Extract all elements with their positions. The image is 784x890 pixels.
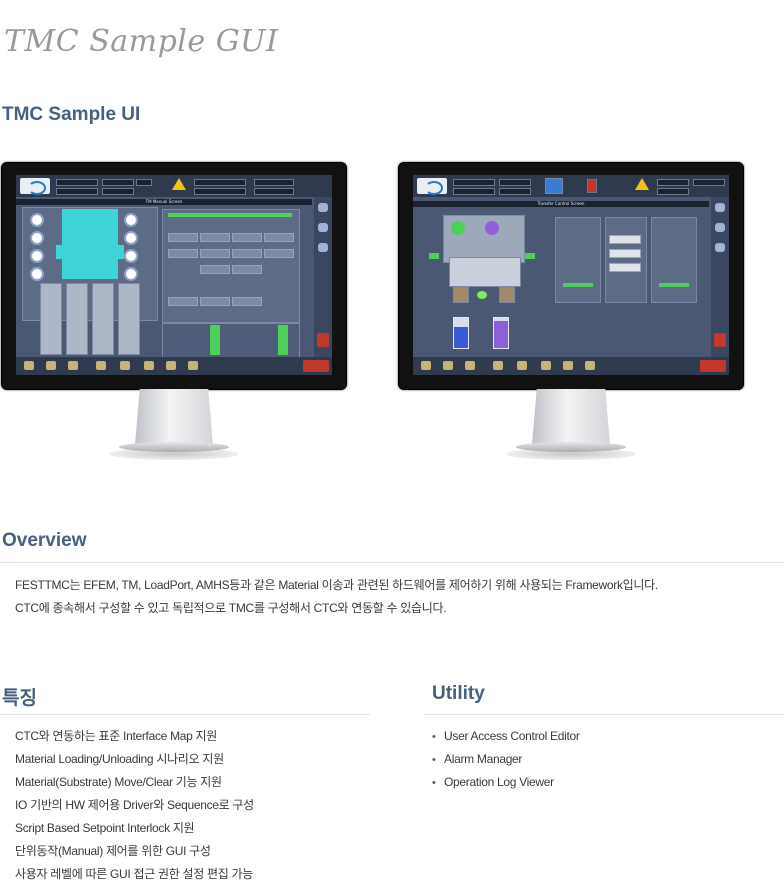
screenshot-transfer-control-screen: Transfer Control Screen xyxy=(413,175,729,375)
logo-icon xyxy=(417,178,447,195)
overview-line-2: CTC에 종속해서 구성할 수 있고 독립적으로 TMC를 구성해서 CTC와 … xyxy=(15,601,447,615)
screen-top-bar xyxy=(413,175,729,197)
warning-icon xyxy=(635,178,649,190)
monitor-bezel: Transfer Control Screen xyxy=(398,162,744,390)
utility-item: • User Access Control Editor xyxy=(432,729,580,752)
overview-divider xyxy=(0,562,784,563)
screenshot-tm-manual-screen: TM Manual Screen xyxy=(16,175,332,375)
feature-item: CTC와 연동하는 표준 Interface Map 지원 xyxy=(15,729,218,743)
monitor-stand xyxy=(135,389,213,445)
monitor-base xyxy=(119,442,229,452)
page-title: TMC Sample GUI xyxy=(4,24,279,59)
bullet-icon: • xyxy=(432,731,436,743)
screen-title: TM Manual Screen xyxy=(16,199,312,205)
screen-title: Transfer Control Screen xyxy=(413,201,709,207)
feature-item: 단위동작(Manual) 제어를 위한 GUI 구성 xyxy=(15,844,211,858)
utility-item-label: Operation Log Viewer xyxy=(444,775,554,789)
utility-item: • Alarm Manager xyxy=(432,752,580,775)
utility-item-label: Alarm Manager xyxy=(444,752,523,766)
monitor-base xyxy=(516,442,626,452)
bullet-icon: • xyxy=(432,777,436,789)
utility-heading: Utility xyxy=(432,683,485,704)
features-heading: 특징 xyxy=(2,688,37,709)
monitor-tm-manual: TM Manual Screen xyxy=(1,162,347,462)
utility-divider xyxy=(424,714,784,715)
feature-item: Material(Substrate) Move/Clear 기능 지원 xyxy=(15,775,222,789)
bullet-icon: • xyxy=(432,754,436,766)
overview-line-1: FESTTMC는 EFEM, TM, LoadPort, AMHS등과 같은 M… xyxy=(15,578,658,592)
monitor-bezel: TM Manual Screen xyxy=(1,162,347,390)
features-divider xyxy=(0,714,370,715)
utility-item-label: User Access Control Editor xyxy=(444,729,580,743)
warning-icon xyxy=(172,178,186,190)
section-heading: TMC Sample UI xyxy=(2,104,141,125)
feature-item: IO 기반의 HW 제어용 Driver와 Sequence로 구성 xyxy=(15,798,254,812)
features-list: CTC와 연동하는 표준 Interface Map 지원 Material L… xyxy=(15,729,254,890)
feature-item: Material Loading/Unloading 시나리오 지원 xyxy=(15,752,224,766)
feature-item: 사용자 레벨에 따른 GUI 접근 권한 설정 편집 가능 xyxy=(15,867,254,881)
monitor-transfer-control: Transfer Control Screen xyxy=(398,162,744,462)
monitor-stand xyxy=(532,389,610,445)
screen-side-toolbar xyxy=(711,197,729,357)
screen-top-bar xyxy=(16,175,332,197)
screen-bottom-bar xyxy=(16,357,332,375)
screen-bottom-bar xyxy=(413,357,729,375)
utility-list: • User Access Control Editor • Alarm Manag… xyxy=(432,729,580,798)
logo-icon xyxy=(20,178,50,195)
abort-icon xyxy=(700,360,726,372)
overview-heading: Overview xyxy=(2,530,87,551)
feature-item: Script Based Setpoint Interlock 지원 xyxy=(15,821,195,835)
utility-item: • Operation Log Viewer xyxy=(432,775,580,798)
screen-side-toolbar xyxy=(314,197,332,357)
abort-icon xyxy=(303,360,329,372)
